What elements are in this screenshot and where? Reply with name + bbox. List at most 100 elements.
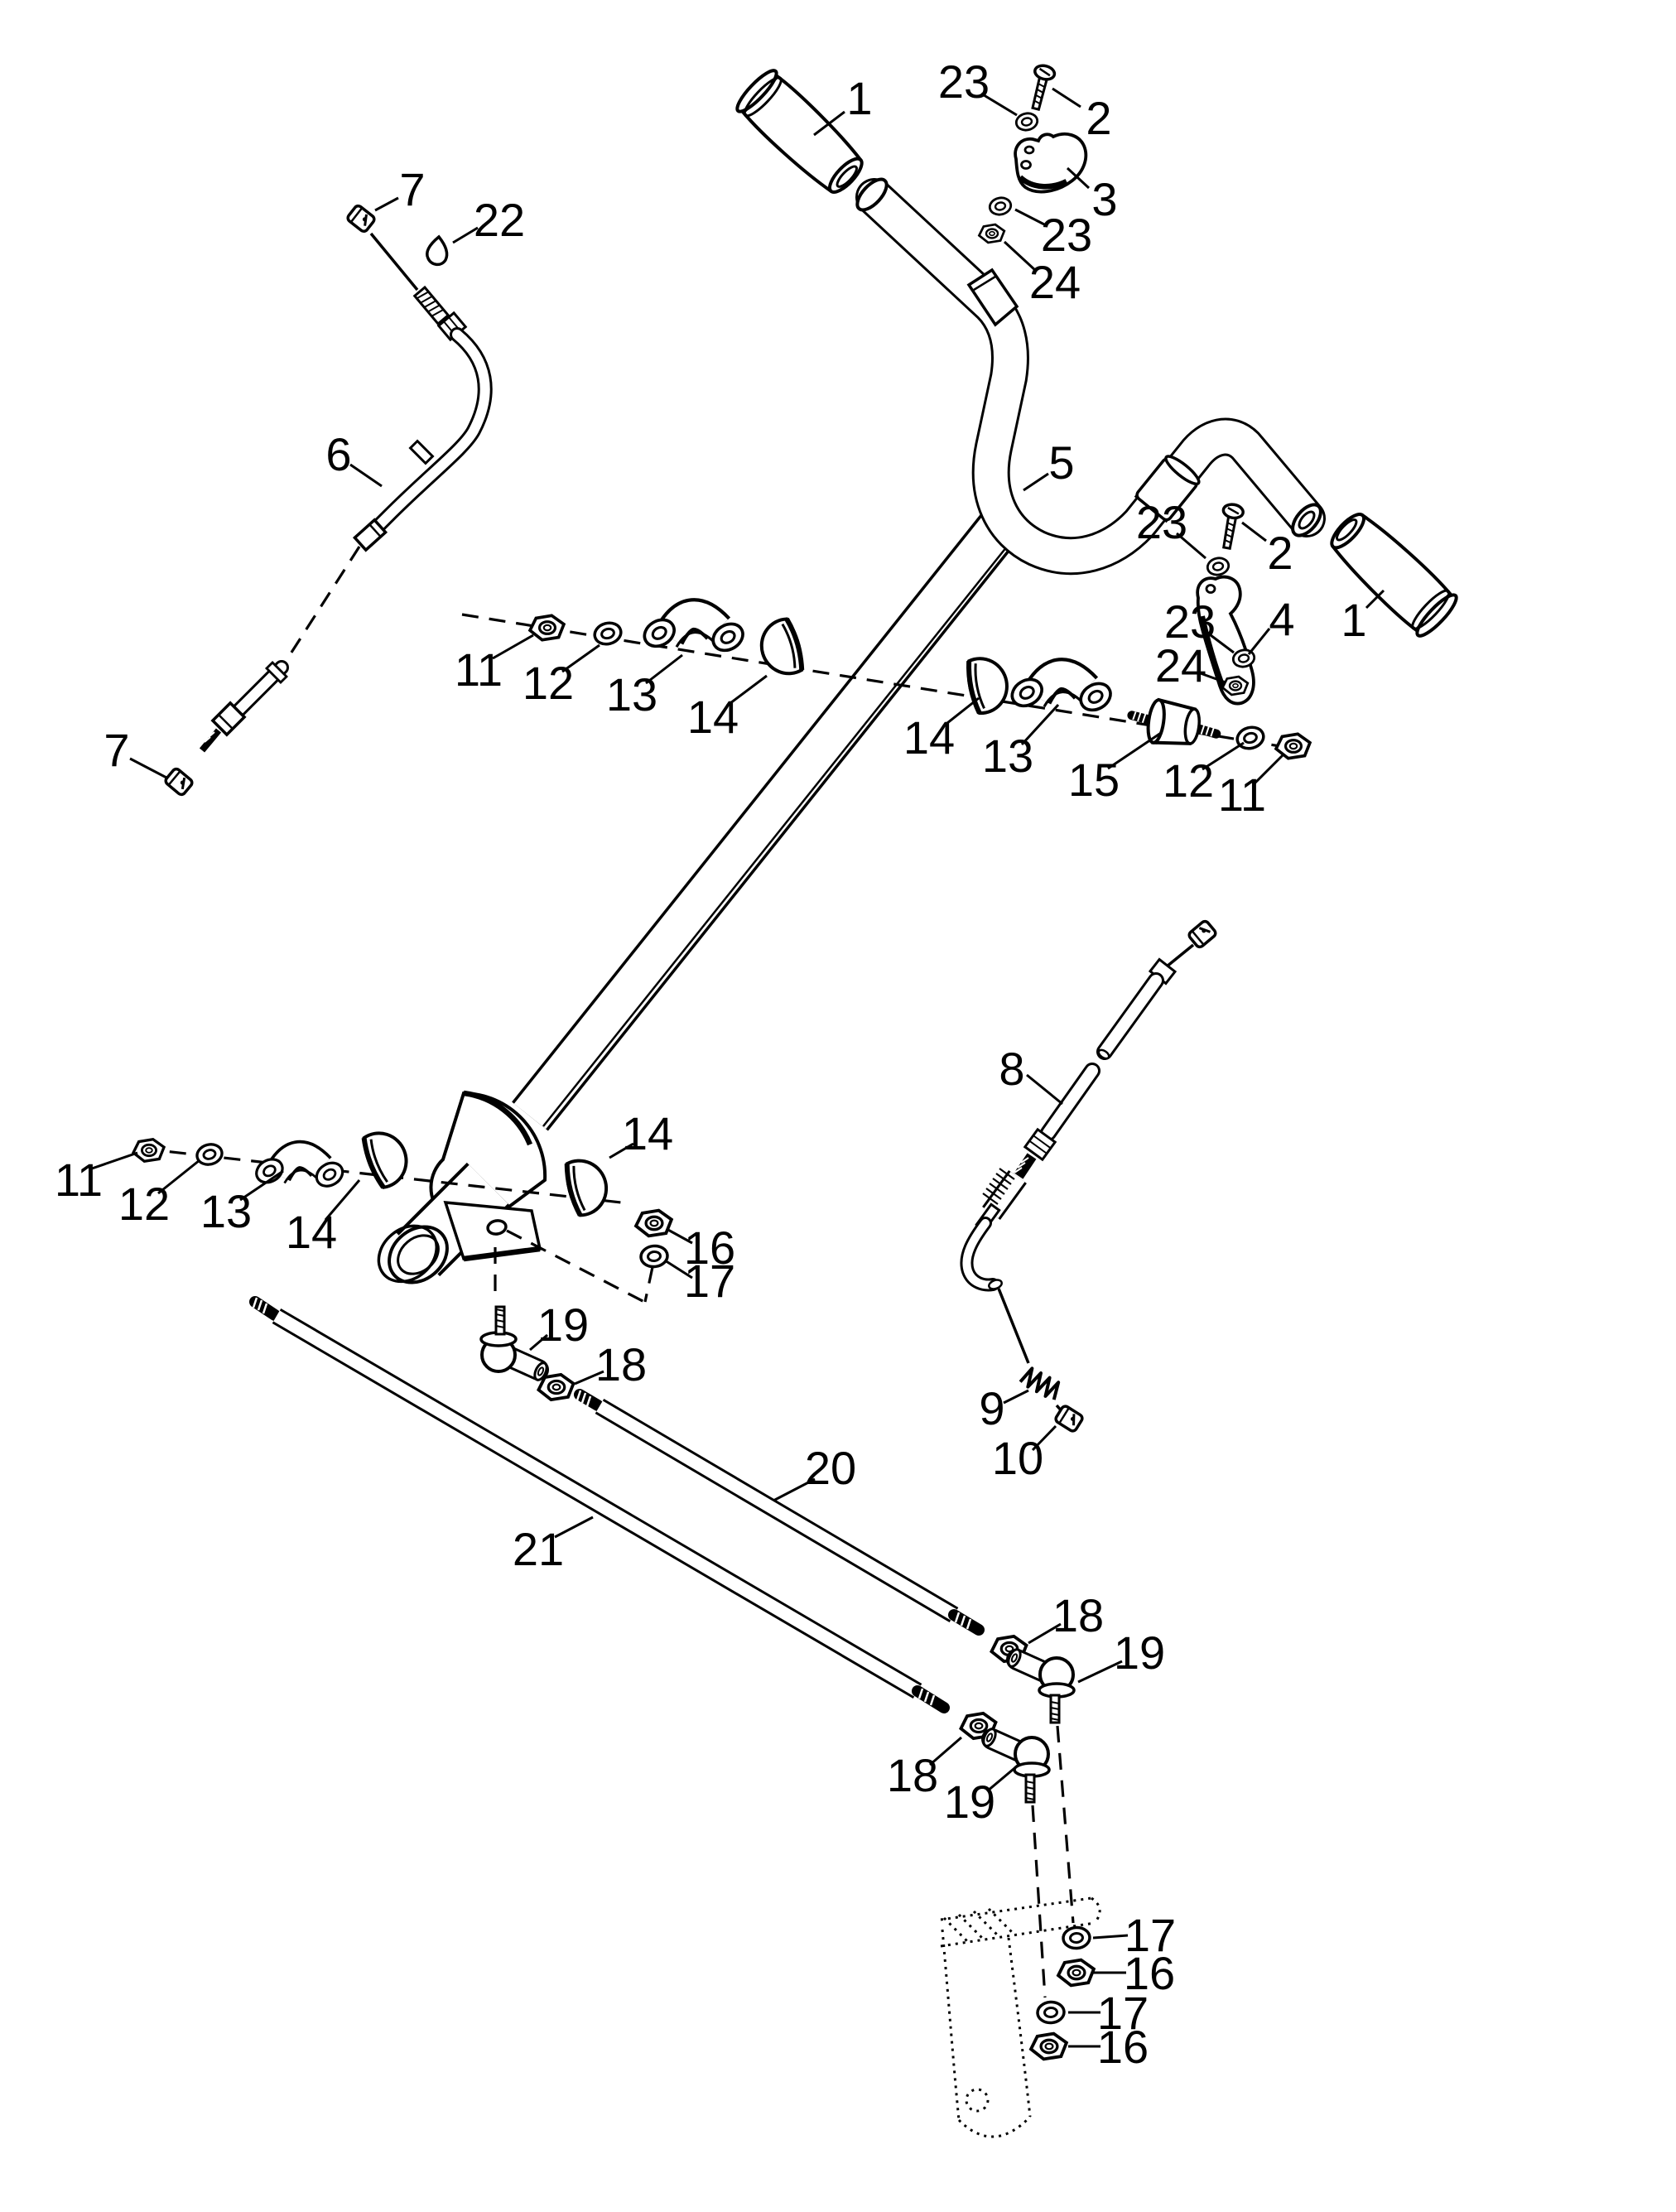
- leader-line-23: [1176, 532, 1206, 560]
- nut-16: [1057, 1958, 1096, 1988]
- washer-12: [193, 1140, 226, 1169]
- leader-line-11: [492, 634, 534, 660]
- callout-label-24: 24: [1029, 256, 1081, 308]
- leader-line-1: [813, 110, 845, 137]
- leader-line-8: [1026, 1073, 1063, 1106]
- callout-label-12: 12: [523, 657, 574, 709]
- callout-label-16: 16: [1097, 2021, 1149, 2073]
- callout-label-16: 16: [1124, 1947, 1175, 1999]
- nut-11: [528, 614, 566, 642]
- washer-17: [638, 1243, 670, 1270]
- leader-line-4: [1247, 628, 1271, 655]
- leader-lines: [91, 87, 1385, 2048]
- leader-line-19: [529, 1333, 548, 1352]
- callout-label-13: 13: [982, 730, 1033, 782]
- steering-column: [512, 497, 1030, 1131]
- leader-line-14: [324, 1179, 361, 1221]
- callout-label-10: 10: [992, 1432, 1043, 1484]
- clamp-13: [251, 1148, 348, 1198]
- callout-label-18: 18: [595, 1338, 647, 1390]
- washer-23: [987, 195, 1014, 218]
- leader-line-11: [91, 1151, 138, 1170]
- washer-17: [1061, 1925, 1092, 1951]
- callout-label-7: 7: [104, 724, 129, 776]
- callout-label-1: 1: [1341, 594, 1366, 646]
- lever-screw-right: [1215, 501, 1246, 552]
- callout-label-16: 16: [684, 1222, 735, 1274]
- callout-label-2: 2: [1267, 527, 1293, 579]
- callout-label-2: 2: [1086, 92, 1111, 144]
- callout-label-23: 23: [1041, 209, 1092, 261]
- nut-24: [1221, 675, 1250, 696]
- leader-line-12: [561, 643, 600, 673]
- clamp-13: [638, 606, 749, 663]
- leader-line-21: [554, 1516, 594, 1539]
- callout-label-24: 24: [1155, 639, 1206, 692]
- oil-drop: [426, 234, 449, 267]
- nut-24: [978, 223, 1006, 244]
- clamp-row-upper: [528, 606, 1312, 760]
- callout-label-13: 13: [606, 668, 657, 720]
- lever-right: [1196, 575, 1255, 706]
- callout-label-5: 5: [1048, 436, 1074, 489]
- callout-label-11: 11: [455, 643, 503, 696]
- leader-line-18: [929, 1736, 962, 1766]
- leader-line-14: [942, 696, 980, 728]
- callout-label-19: 19: [537, 1299, 589, 1351]
- tie-rod-end-19: [1006, 1647, 1074, 1723]
- callout-label-11: 11: [1218, 769, 1266, 821]
- callout-label-9: 9: [979, 1382, 1004, 1434]
- callout-label-1: 1: [846, 72, 872, 124]
- washer-23: [1014, 110, 1040, 133]
- callout-label-19: 19: [944, 1776, 995, 1828]
- callout-label-13: 13: [200, 1185, 252, 1237]
- leader-line-10: [1031, 1424, 1057, 1452]
- callout-label-22: 22: [474, 194, 525, 246]
- leader-line-18: [1028, 1622, 1062, 1645]
- callout-label-18: 18: [887, 1749, 938, 1801]
- leader-line-23: [980, 92, 1018, 117]
- callout-label-17: 17: [1097, 1987, 1149, 2039]
- leader-line-2: [1241, 521, 1267, 542]
- leader-line-2: [1052, 87, 1081, 108]
- washer-12: [1233, 723, 1268, 753]
- callout-label-6: 6: [325, 428, 351, 480]
- callout-label-17: 17: [684, 1255, 735, 1307]
- leader-line-20: [773, 1477, 816, 1502]
- leader-line-23: [1206, 631, 1235, 654]
- leader-line-24: [1197, 671, 1226, 684]
- callout-label-19: 19: [1114, 1626, 1165, 1679]
- handlebar-clamp-pad-right: [1134, 455, 1201, 523]
- leader-line-13: [1020, 703, 1060, 746]
- leader-line-7: [374, 196, 399, 212]
- lever-screw-left: [1024, 62, 1057, 113]
- washer-12: [590, 619, 625, 648]
- callout-label-14: 14: [687, 691, 739, 743]
- leader-line-19: [1077, 1660, 1123, 1684]
- washer-23: [1205, 555, 1231, 578]
- bushing-14: [561, 1154, 614, 1217]
- nut-16: [634, 1208, 673, 1238]
- leader-line-1: [1365, 589, 1385, 610]
- tie-rod-lower: [249, 1296, 950, 1713]
- bushing-14: [359, 1125, 415, 1190]
- callout-label-3: 3: [1091, 173, 1117, 225]
- tie-rod-upper: [574, 1389, 985, 1636]
- throttle-cable-left: [162, 202, 493, 798]
- callout-label-21: 21: [513, 1523, 564, 1575]
- handlebar-left-end: [855, 177, 889, 212]
- callout-label-14: 14: [286, 1206, 337, 1258]
- leader-line-16: [666, 1227, 693, 1245]
- leader-line-12: [157, 1159, 200, 1195]
- column-boss-end: [377, 1224, 449, 1284]
- leader-line-6: [349, 463, 383, 488]
- leader-line-17: [664, 1259, 693, 1279]
- callout-label-23: 23: [1136, 496, 1187, 548]
- leader-line-13: [239, 1169, 284, 1202]
- leader-line-14: [609, 1142, 634, 1159]
- leader-line-13: [645, 653, 683, 685]
- lever-left: [1014, 133, 1088, 194]
